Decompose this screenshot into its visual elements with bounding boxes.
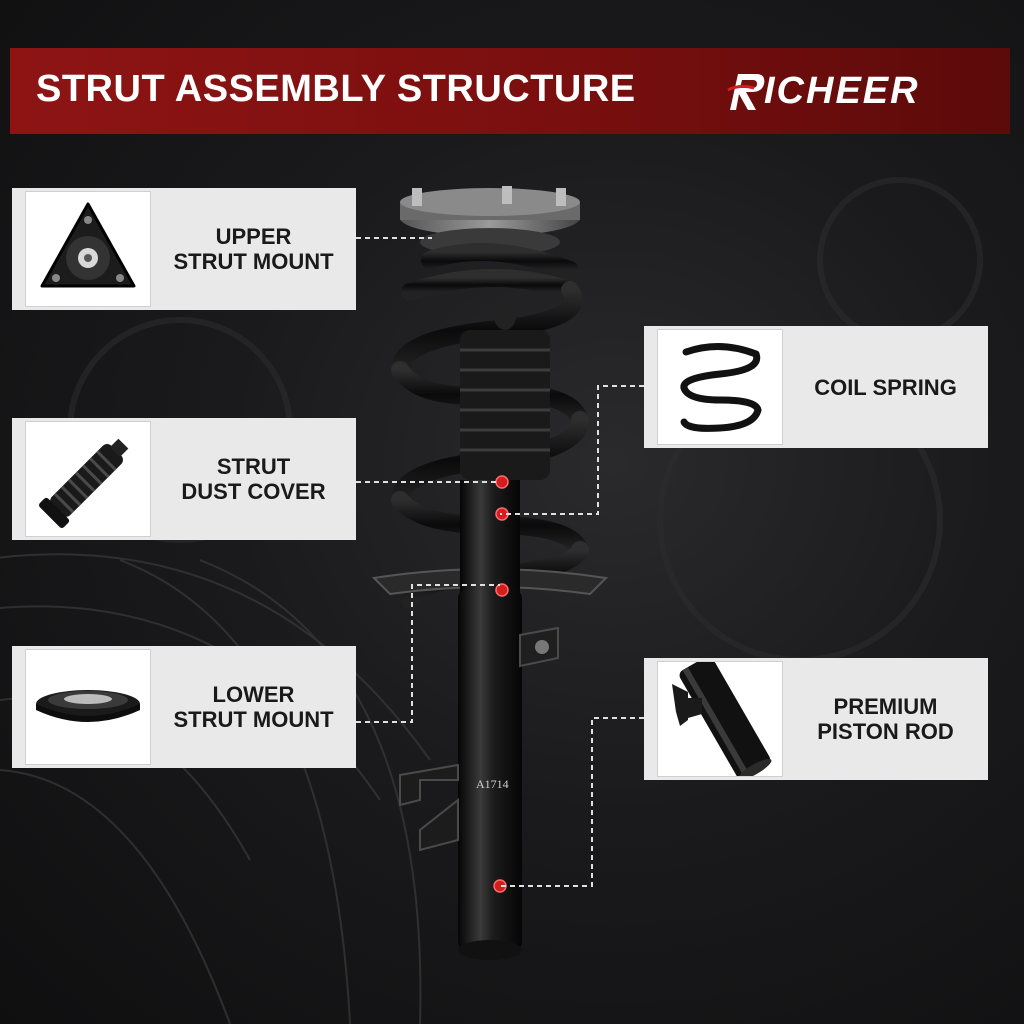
card-strut-dust-cover-label: STRUT DUST COVER	[181, 454, 326, 504]
lower-strut-mount-icon	[36, 690, 140, 722]
lower-strut-mount-thumb	[25, 649, 151, 765]
dust-cover-icon	[39, 438, 129, 528]
card-strut-dust-cover: STRUT DUST COVER	[12, 418, 356, 540]
marker-dust-cover	[495, 475, 509, 489]
brand-name: ICHEER	[764, 70, 920, 112]
card-upper-strut-mount: UPPER STRUT MOUNT	[12, 188, 356, 310]
dust-cover-thumb	[25, 421, 151, 537]
strut-assembly-image: A1714	[371, 186, 609, 960]
card-lower-strut-mount-label: LOWER STRUT MOUNT	[173, 682, 334, 732]
header-banner: STRUT ASSEMBLY STRUCTURE ICHEER	[10, 48, 1010, 134]
brand-logo: ICHEER	[726, 66, 1006, 116]
brand-r-mark-icon	[727, 74, 765, 110]
page-title: STRUT ASSEMBLY STRUCTURE	[36, 68, 636, 110]
marker-piston-rod	[493, 879, 507, 893]
part-number-text: A1714	[476, 777, 509, 791]
card-premium-piston-rod-label: PREMIUM PISTON ROD	[817, 694, 954, 744]
coil-spring-icon	[680, 342, 762, 432]
upper-strut-mount-icon	[40, 202, 136, 288]
card-coil-spring-label: COIL SPRING	[814, 374, 957, 400]
card-coil-spring: COIL SPRING	[644, 326, 988, 448]
marker-lower-mount	[495, 583, 509, 597]
piston-rod-thumb	[657, 661, 783, 777]
piston-rod-icon	[672, 662, 772, 776]
marker-spring	[495, 507, 509, 521]
upper-strut-mount-thumb	[25, 191, 151, 307]
card-premium-piston-rod: PREMIUM PISTON ROD	[644, 658, 988, 780]
coil-spring-thumb	[657, 329, 783, 445]
card-upper-strut-mount-label: UPPER STRUT MOUNT	[173, 224, 334, 274]
card-lower-strut-mount: LOWER STRUT MOUNT	[12, 646, 356, 768]
